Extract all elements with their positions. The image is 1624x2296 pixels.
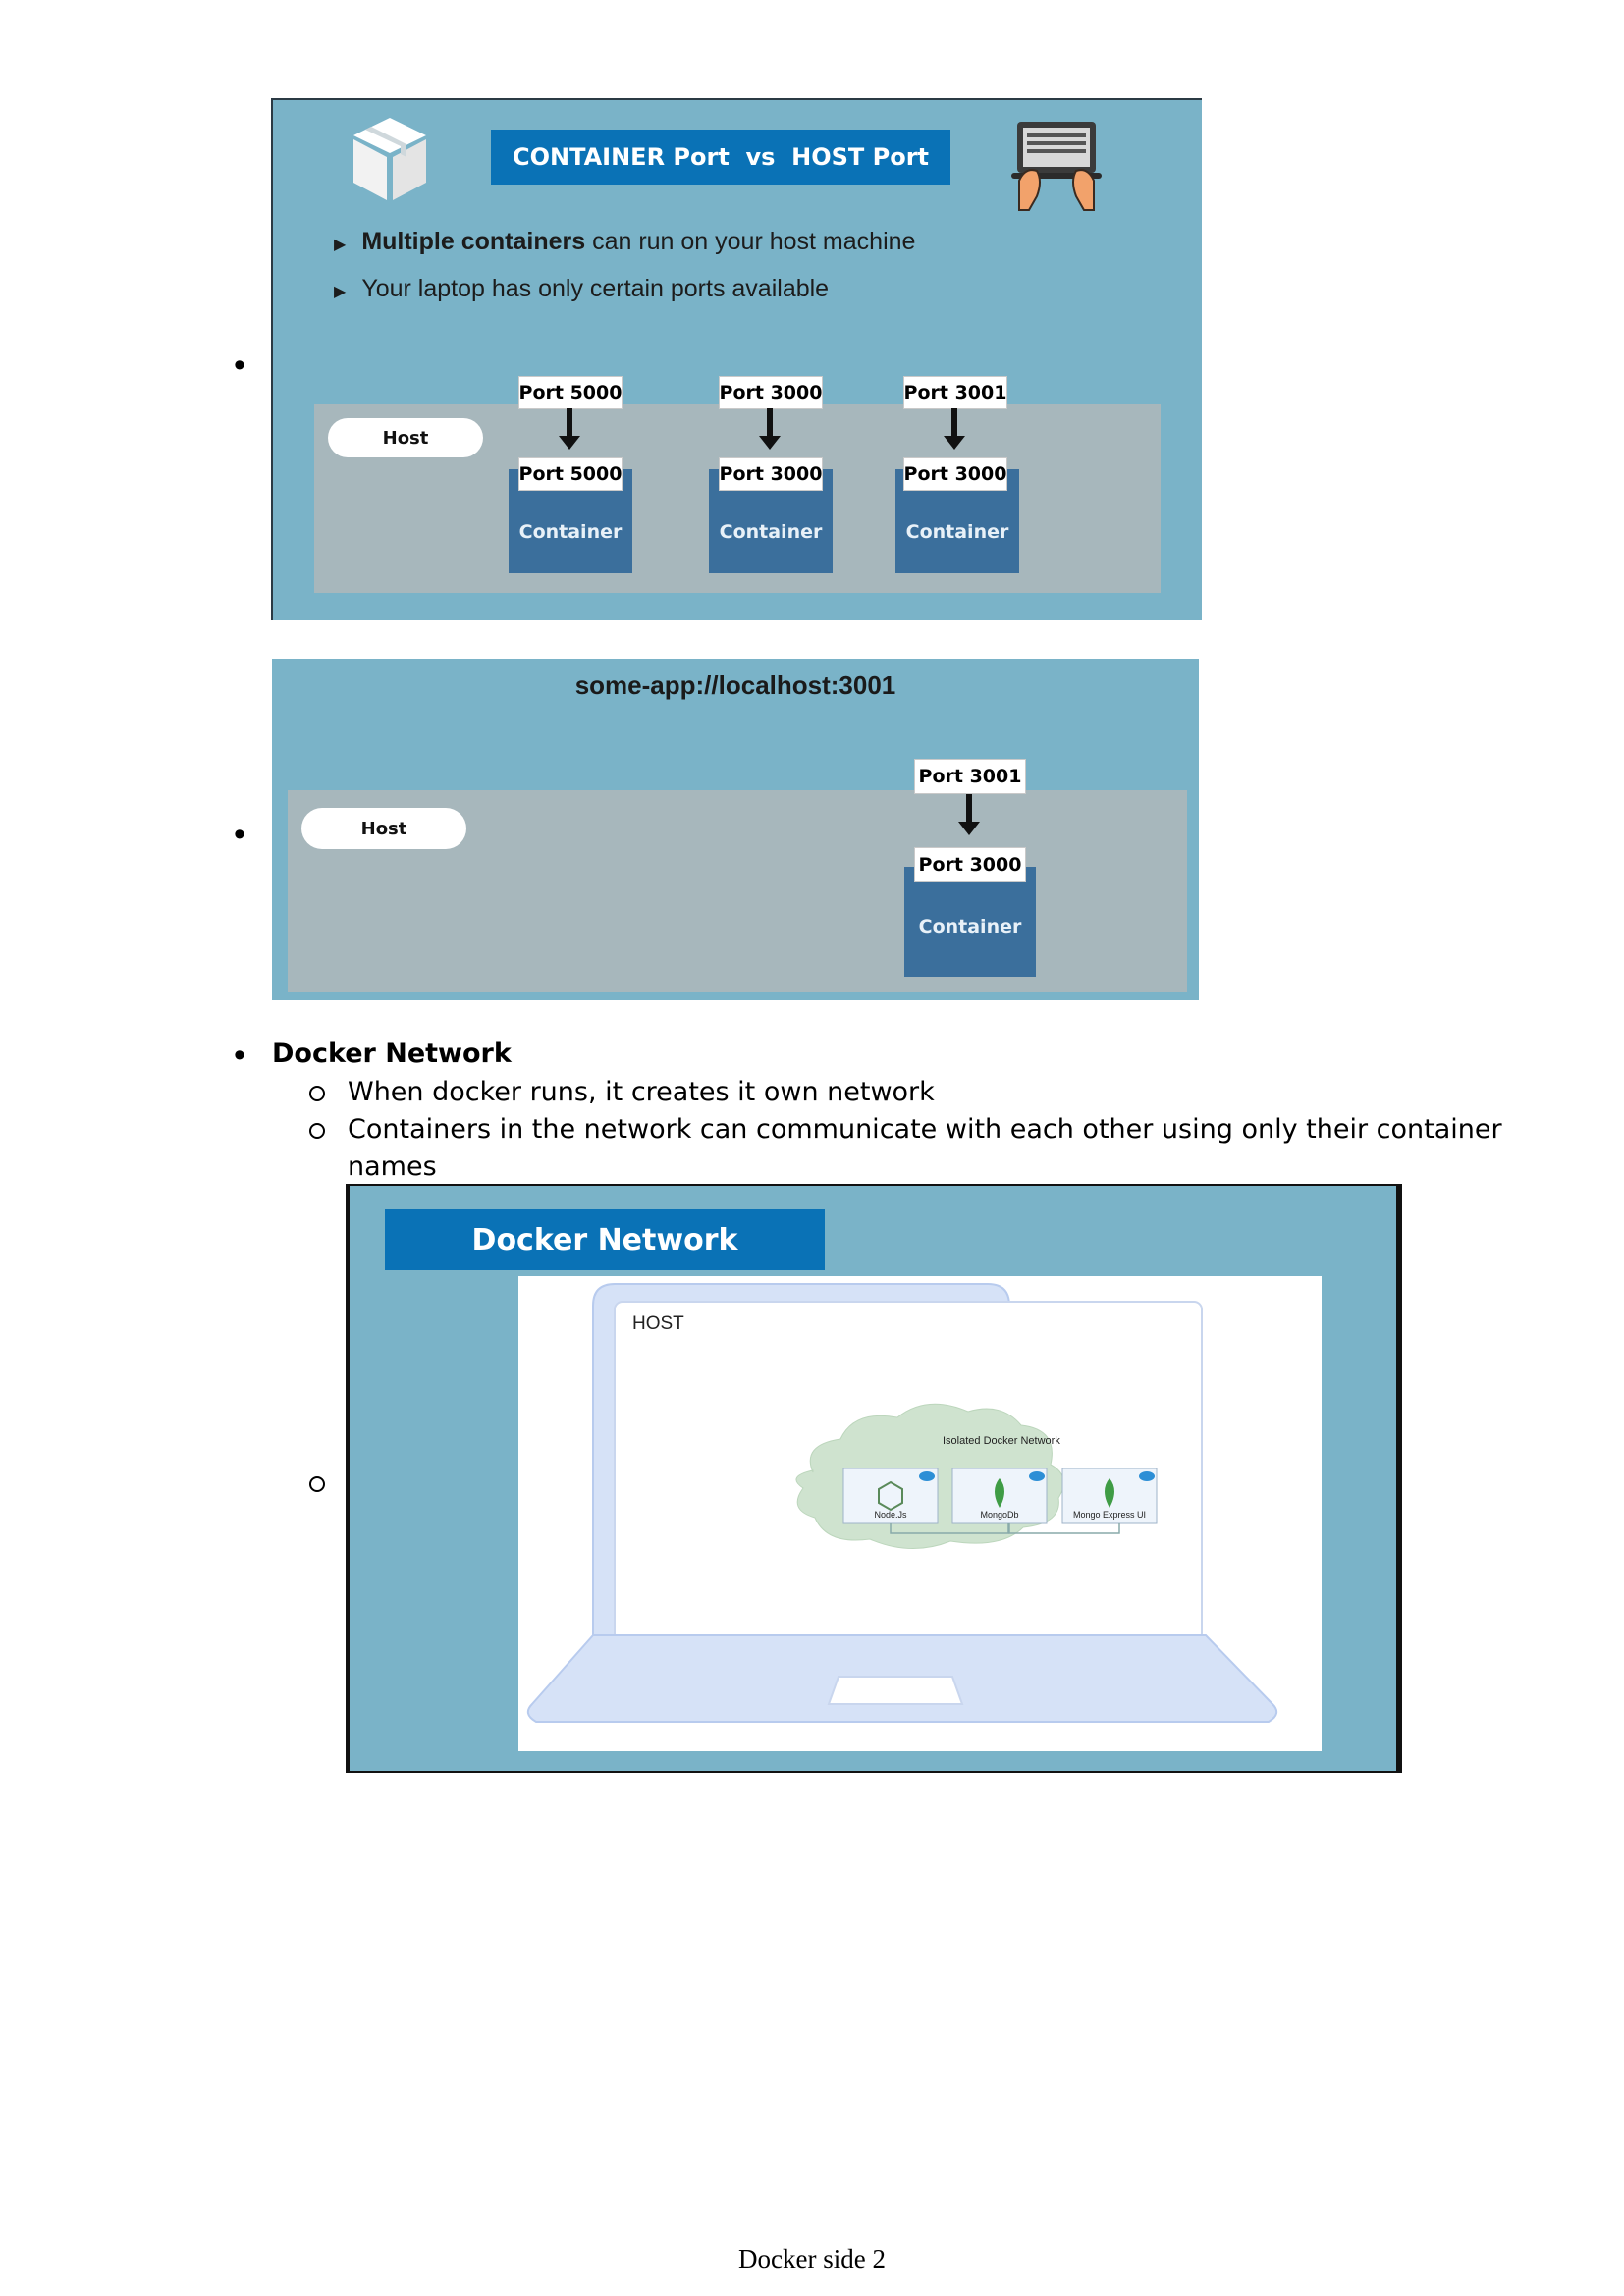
bullet-3: • — [234, 1037, 245, 1074]
slide-container-vs-host-port: CONTAINER Port vs HOST Port ▶Multiple co… — [271, 98, 1202, 620]
host-text: HOST — [632, 1313, 684, 1334]
container-port-label: Port 3000 — [903, 457, 1007, 491]
host-port-label: Port 3001 — [903, 376, 1007, 409]
diagram-panel: HOST Isolated Docker Network Node.Js Mon… — [518, 1276, 1322, 1751]
laptop-network-diagram — [526, 1283, 1278, 1723]
laptop-typing-icon — [1011, 122, 1102, 211]
list-item-line: names — [348, 1151, 437, 1182]
arrow-down-icon — [559, 408, 580, 450]
slide-localhost-mapping: some-app://localhost:3001 Host Port 3001… — [272, 659, 1199, 1000]
slide1-point-1: ▶Multiple containers can run on your hos… — [334, 228, 916, 255]
sub-bullet-3 — [309, 1476, 325, 1492]
network-label: Isolated Docker Network — [943, 1435, 1060, 1447]
container-port-label: Port 3000 — [914, 847, 1026, 882]
host-label: Host — [301, 808, 466, 849]
container-name: Node.Js — [874, 1510, 907, 1520]
container-name: Mongo Express UI — [1072, 1510, 1147, 1520]
arrow-down-icon — [944, 408, 965, 450]
host-label: Host — [328, 418, 483, 457]
package-box-icon — [353, 118, 426, 200]
slide1-title: CONTAINER Port vs HOST Port — [491, 130, 950, 185]
container-name: MongoDb — [980, 1510, 1019, 1520]
slide3-title: Docker Network — [385, 1209, 825, 1270]
sub-bullet-2 — [309, 1123, 325, 1139]
section-heading: Docker Network — [272, 1039, 512, 1069]
container-port-label: Port 5000 — [518, 457, 623, 491]
host-port-label: Port 3001 — [914, 759, 1026, 794]
list-item: When docker runs, it creates it own netw… — [348, 1077, 935, 1107]
bullet-1: • — [234, 347, 245, 384]
list-item-line: Containers in the network can communicat… — [348, 1114, 1502, 1145]
slide-docker-network: Docker Network — [346, 1184, 1402, 1773]
page-footer: Docker side 2 — [738, 2244, 886, 2273]
slide1-point-2: ▶Your laptop has only certain ports avai… — [334, 275, 830, 302]
bullet-2: • — [234, 816, 245, 853]
arrow-down-icon — [958, 794, 980, 835]
url-text: some-app://localhost:3001 — [574, 670, 896, 700]
container-box: Container — [904, 867, 1036, 977]
container-port-label: Port 3000 — [719, 457, 823, 491]
host-port-label: Port 5000 — [518, 376, 623, 409]
sub-bullet-1 — [309, 1086, 325, 1101]
host-port-label: Port 3000 — [719, 376, 823, 409]
arrow-down-icon — [759, 408, 781, 450]
list-item: Containers in the network can communicat… — [348, 1111, 1506, 1186]
